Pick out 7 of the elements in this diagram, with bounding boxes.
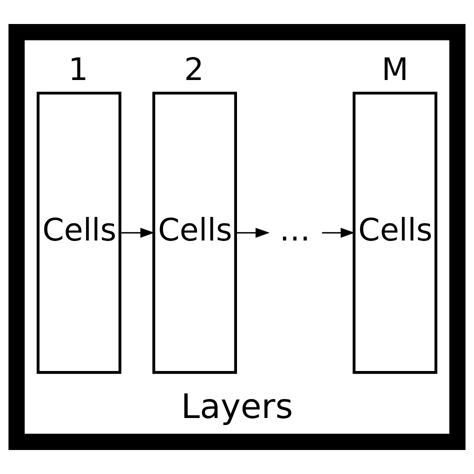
node-text: … — [279, 212, 310, 249]
arrow — [322, 228, 355, 238]
node-label: 1 — [68, 52, 88, 88]
node-label: 2 — [184, 52, 204, 88]
arrow — [121, 228, 154, 238]
node-label: M — [382, 52, 408, 88]
arrow — [237, 228, 270, 238]
